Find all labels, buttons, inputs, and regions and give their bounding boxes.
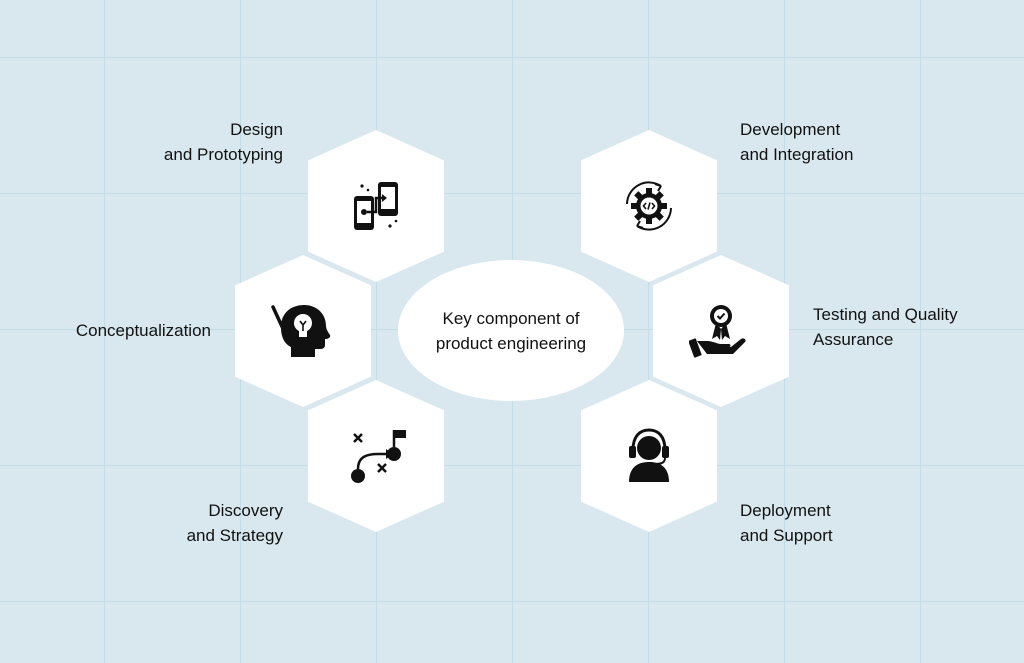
- head-lightbulb-icon: [271, 305, 331, 357]
- label-design: Design and Prototyping: [164, 117, 283, 167]
- hex-development: [581, 130, 717, 282]
- label-deployment-line-1: Deployment: [740, 501, 831, 520]
- hex-design: [308, 130, 444, 282]
- hex-testing: [653, 255, 789, 407]
- hand-award-icon: [689, 305, 746, 358]
- label-development-line-2: and Integration: [740, 145, 854, 164]
- hex-deployment: [581, 380, 717, 532]
- label-deployment-line-2: and Support: [740, 526, 833, 545]
- code-gear-cycle-icon: [626, 181, 672, 231]
- label-deployment: Deployment and Support: [740, 498, 833, 548]
- label-discovery-line-1: Discovery: [208, 501, 283, 520]
- center-title-line-2: product engineering: [435, 333, 587, 353]
- label-testing: Testing and Quality Assurance: [813, 302, 958, 352]
- center-ellipse: Key component of product engineering: [398, 260, 624, 401]
- label-development-line-1: Development: [740, 120, 841, 139]
- strategy-path-icon: [351, 430, 406, 483]
- label-design-line-2: and Prototyping: [163, 145, 283, 164]
- label-testing-line-1: Testing and Quality: [813, 305, 958, 324]
- label-discovery: Discovery and Strategy: [187, 498, 283, 548]
- label-testing-line-2: Assurance: [813, 330, 894, 349]
- hex-discovery: [308, 380, 444, 532]
- headset-support-icon: [629, 428, 669, 482]
- mobile-transfer-icon: [354, 182, 398, 230]
- center-title-line-1: Key component of: [442, 308, 580, 328]
- label-conceptualization: Conceptualization: [76, 318, 211, 343]
- label-development: Development and Integration: [740, 117, 853, 167]
- hex-conceptualization: [235, 255, 371, 407]
- label-conceptualization-line-1: Conceptualization: [75, 321, 211, 340]
- label-discovery-line-2: and Strategy: [186, 526, 283, 545]
- label-design-line-1: Design: [230, 120, 283, 139]
